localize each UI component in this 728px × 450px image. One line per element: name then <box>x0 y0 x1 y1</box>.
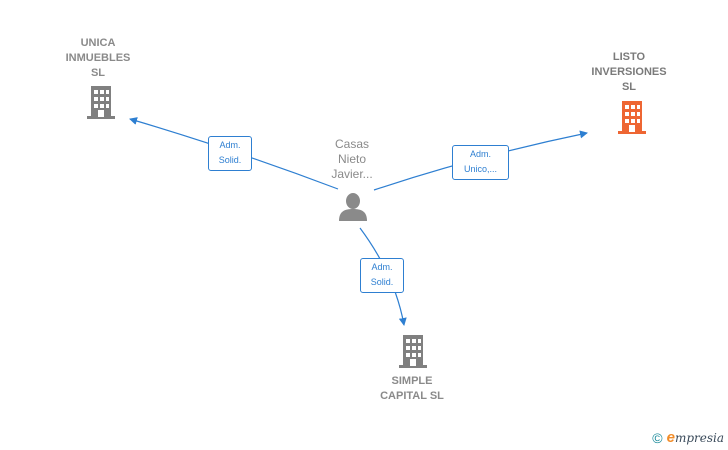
node-label-person[interactable]: Casas Nieto Javier... <box>331 137 373 181</box>
copyright-symbol: © <box>652 429 663 446</box>
edge-label-unica[interactable]: Adm. Solid. <box>208 136 252 171</box>
node-label-listo-inversiones[interactable]: LISTO INVERSIONES SL <box>591 51 667 93</box>
brand-logo[interactable]: empresia <box>666 429 724 446</box>
person-icon[interactable] <box>338 193 368 221</box>
footer-brand: © empresia <box>652 429 724 446</box>
edge-label-simple[interactable]: Adm. Solid. <box>360 258 404 293</box>
node-label-unica-inmuebles[interactable]: UNICA INMUEBLES SL <box>65 37 131 79</box>
edge-label-listo[interactable]: Adm. Unico,... <box>452 145 509 180</box>
node-label-simple-capital[interactable]: SIMPLE CAPITAL SL <box>380 375 444 402</box>
building-icon[interactable] <box>617 101 647 135</box>
building-icon[interactable] <box>398 335 428 369</box>
building-icon[interactable] <box>86 86 116 120</box>
